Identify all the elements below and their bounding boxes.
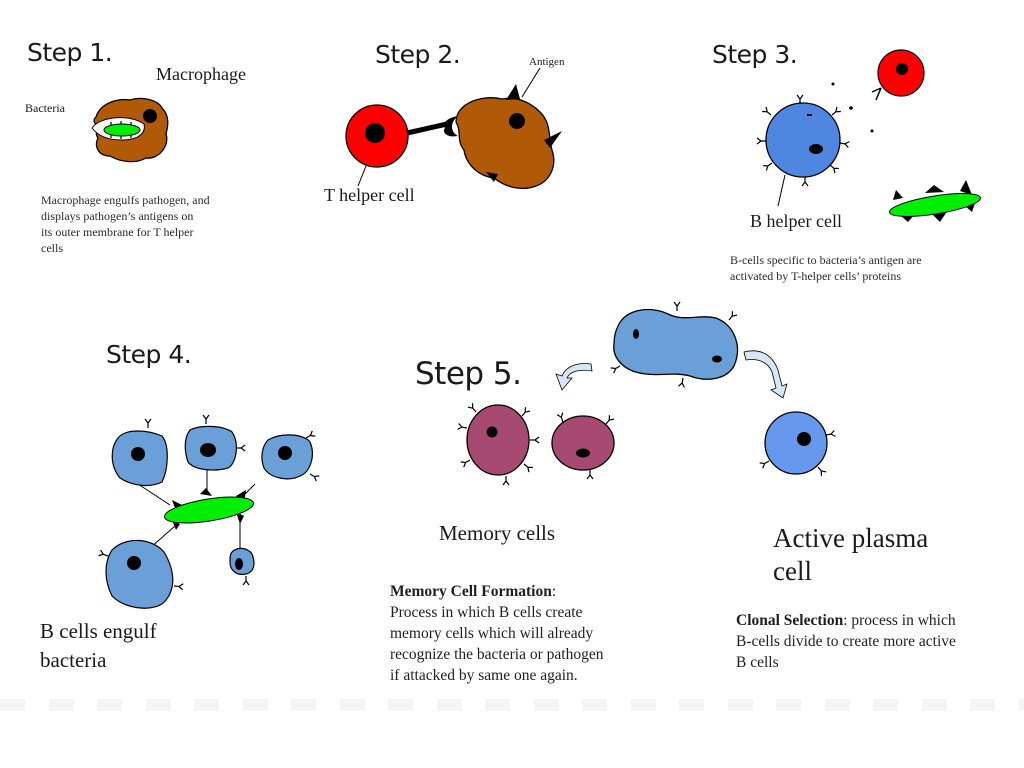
- strip-segment: [485, 699, 510, 711]
- strip-segment: [824, 699, 850, 711]
- step-4-b-cells-engulf: [97, 414, 320, 609]
- strip-segment: [242, 699, 268, 711]
- memory-cell: [466, 404, 530, 476]
- clonal-selection-text: Clonal Selection: process in which B-cel…: [736, 610, 956, 673]
- step-4-title: Step 4.: [106, 340, 192, 369]
- antigen-spikes: [486, 84, 562, 182]
- definition-line: recognize the bacteria or pathogen: [390, 646, 604, 663]
- arrow-to-memory-cells: [555, 363, 593, 391]
- strip-segment: [97, 699, 122, 711]
- strip-segment: [339, 699, 365, 711]
- step-1-caption: Macrophage engulfs pathogen, and display…: [41, 192, 210, 256]
- bacteria: [889, 193, 981, 217]
- memory-term: Memory Cell Formation: [390, 583, 552, 600]
- step-2-title: Step 2.: [375, 40, 461, 69]
- engulfed-bacteria: [103, 123, 141, 137]
- strip-segment: [970, 699, 995, 711]
- step-3-caption: B-cells specific to bacteria’s antigen a…: [730, 252, 922, 284]
- definition-line: Process in which B cells create: [390, 604, 583, 621]
- strip-segment: [679, 699, 704, 711]
- caption-line: Macrophage engulfs pathogen, and: [41, 193, 210, 207]
- definition-text: :: [551, 583, 557, 600]
- t-helper-cell-label: T helper cell: [324, 185, 415, 205]
- strip-segment: [145, 699, 171, 711]
- bacteria-label: Bacteria: [25, 101, 65, 115]
- strip-segment: [0, 699, 25, 711]
- label-line: Active plasma: [773, 523, 929, 553]
- bacteria: [164, 496, 254, 524]
- definition-text: : process in which: [843, 612, 956, 629]
- memory-cell-formation-text: Memory Cell Formation: Process in which …: [390, 581, 603, 686]
- strip-segment: [291, 699, 316, 711]
- definition-line: if attacked by same one again.: [390, 667, 578, 684]
- b-cell: [105, 539, 174, 609]
- arrow-to-plasma-cell: [743, 350, 788, 399]
- macrophage-body: [455, 97, 555, 190]
- memory-cells-label: Memory cells: [439, 521, 556, 545]
- step-4-caption: B cells engulf bacteria: [40, 617, 157, 675]
- strip-segment: [388, 699, 413, 711]
- active-plasma-cell-label: Active plasma cell: [773, 522, 928, 588]
- active-plasma-cell: [764, 411, 828, 475]
- b-helper-cell: [765, 102, 841, 178]
- definition-line: memory cells which will already: [390, 625, 594, 642]
- step-5-title: Step 5.: [415, 356, 522, 392]
- receptor-tip: [444, 116, 458, 137]
- receptor-stalk: [406, 121, 448, 136]
- caption-line: B cells engulf: [40, 619, 157, 643]
- strip-segment: [873, 699, 898, 711]
- caption-line: displays pathogen’s antigens on: [41, 209, 194, 223]
- b-helper-cell-label: B helper cell: [750, 211, 842, 231]
- caption-line: B-cells specific to bacteria’s antigen a…: [730, 253, 922, 267]
- definition-line: B-cells divide to create more active: [736, 633, 956, 650]
- step-1-macrophage: [91, 97, 169, 163]
- antigen-label: Antigen: [529, 56, 565, 68]
- t-cell-pointer: [357, 165, 367, 187]
- dividing-b-cell: [613, 308, 738, 380]
- strip-segment: [921, 699, 947, 711]
- b-cell-pointer: [777, 174, 786, 207]
- antigen-pointer: [521, 67, 541, 98]
- step-1-title: Step 1.: [27, 38, 113, 67]
- caption-line: activated by T-helper cells’ proteins: [730, 269, 902, 283]
- strip-segment: [436, 699, 462, 711]
- strip-segment: [630, 699, 656, 711]
- dashed-divider: [0, 699, 1024, 711]
- strip-segment: [582, 699, 607, 711]
- b-cell-nucleus: [809, 144, 823, 154]
- step-3-title: Step 3.: [712, 40, 798, 69]
- clonal-term: Clonal Selection: [736, 612, 844, 629]
- macrophage-nucleus: [509, 113, 525, 129]
- macrophage-nucleus: [143, 109, 157, 123]
- t-cell-nucleus: [365, 123, 385, 143]
- strip-segment: [48, 699, 74, 711]
- caption-line: its outer membrane for T helper: [41, 225, 194, 239]
- memory-cell: [551, 415, 615, 471]
- caption-line: bacteria: [40, 648, 107, 672]
- macrophage-label: Macrophage: [156, 64, 246, 84]
- step-3-b-cell-activation: [756, 49, 981, 222]
- step-2-t-cell-binding: [345, 67, 562, 190]
- step-5-differentiation: [457, 301, 836, 486]
- label-line: cell: [773, 556, 812, 586]
- strip-segment: [727, 699, 753, 711]
- definition-line: B cells: [736, 654, 779, 671]
- strip-segment: [533, 699, 559, 711]
- strip-segment: [194, 699, 219, 711]
- strip-segment: [776, 699, 801, 711]
- caption-line: cells: [41, 241, 63, 255]
- strip-segment: [1018, 699, 1024, 711]
